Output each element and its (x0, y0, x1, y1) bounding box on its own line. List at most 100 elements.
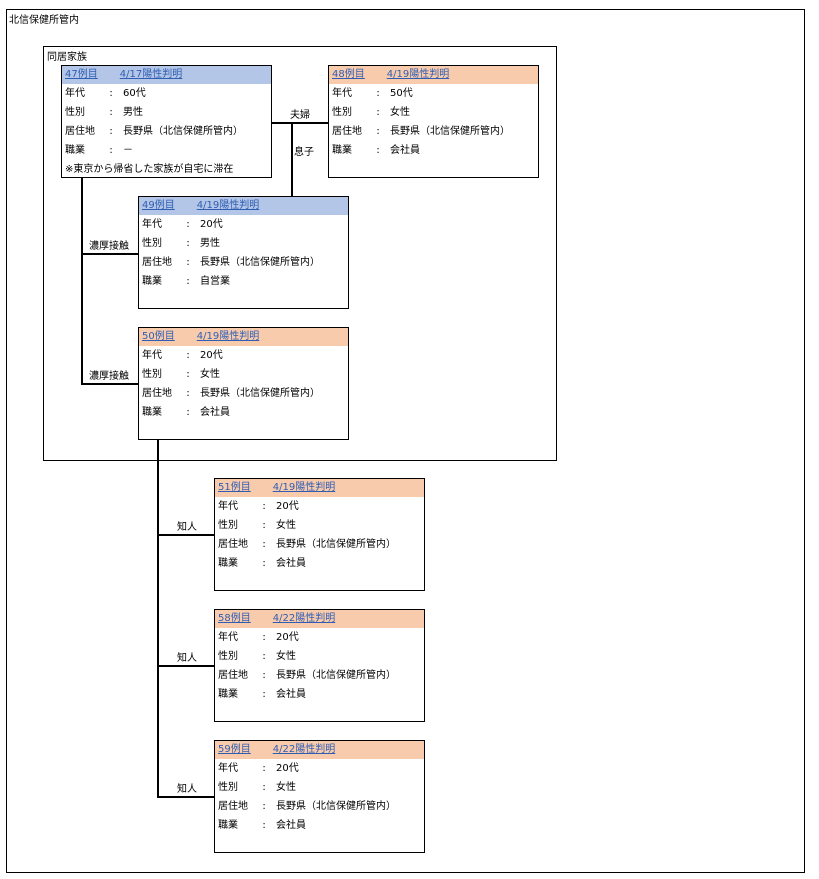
colon: : (262, 651, 266, 662)
colon: : (262, 782, 266, 793)
colon: : (262, 820, 266, 831)
residence-row: 居住地: 長野県（北信保健所管内） (62, 122, 271, 141)
close-contact-vertical (81, 178, 83, 383)
age-row: 年代:20代 (215, 497, 424, 516)
case-date-link[interactable]: 4/22陽性判明 (272, 744, 336, 755)
colon: : (186, 276, 190, 287)
case-id-link[interactable]: 48例目 (332, 69, 365, 80)
sex-value: 男性 (123, 107, 143, 118)
age-label: 年代 (142, 219, 162, 230)
residence-label: 居住地 (142, 388, 172, 399)
case-header: 59例目 4/22陽性判明 (215, 741, 424, 759)
sex-row: 性別:女性 (139, 365, 348, 384)
colon: : (376, 88, 380, 99)
acquaintance-branch-2 (157, 665, 215, 667)
case-date-link[interactable]: 4/19陽性判明 (196, 331, 260, 342)
job-value: － (123, 145, 133, 156)
sex-row: 性別: 女性 (215, 778, 424, 797)
relation-label-son: 息子 (294, 147, 314, 158)
residence-row: 居住地:長野県（北信保健所管内） (215, 666, 424, 685)
sex-label: 性別 (218, 782, 238, 793)
job-label: 職業 (65, 145, 85, 156)
case-id-link[interactable]: 58例目 (218, 613, 251, 624)
age-value: 20代 (276, 763, 299, 774)
job-row: 職業:－ (62, 141, 271, 160)
age-value: 60代 (123, 88, 146, 99)
residence-label: 居住地 (332, 126, 362, 137)
sex-label: 性別 (65, 107, 85, 118)
residence-value: 長野県（北信保健所管内） (276, 801, 396, 812)
sex-row: 性別:女性 (215, 647, 424, 666)
job-label: 職業 (218, 558, 238, 569)
household-title: 同居家族 (47, 52, 87, 63)
residence-row: 居住地:長野県（北信保健所管内） (215, 535, 424, 554)
job-label: 職業 (142, 276, 162, 287)
son-connector-vertical (291, 122, 293, 197)
sex-value: 女性 (200, 369, 220, 380)
sex-value: 女性 (276, 520, 296, 531)
case-id-link[interactable]: 47例目 (65, 69, 98, 80)
outer-title: 北信保健所管内 (9, 15, 79, 26)
case-date-link[interactable]: 4/19陽性判明 (386, 69, 450, 80)
job-row: 職業: 会社員 (215, 816, 424, 835)
colon: : (186, 257, 190, 268)
relation-label-acquaintance-3: 知人 (177, 784, 197, 795)
relation-label-acquaintance-1: 知人 (177, 522, 197, 533)
case-id-link[interactable]: 50例目 (142, 331, 175, 342)
age-value: 20代 (276, 501, 299, 512)
case-id-link[interactable]: 49例目 (142, 200, 175, 211)
colon: : (262, 801, 266, 812)
residence-label: 居住地 (65, 126, 95, 137)
couple-connector-line (271, 122, 329, 124)
job-value: 会社員 (276, 689, 306, 700)
age-row: 年代:60代 (62, 84, 271, 103)
age-label: 年代 (218, 632, 238, 643)
job-value: 会社員 (390, 145, 420, 156)
colon: : (186, 407, 190, 418)
age-value: 20代 (276, 632, 299, 643)
colon: : (109, 126, 113, 137)
residence-value: 長野県（北信保健所管内） (276, 539, 396, 550)
colon: : (262, 520, 266, 531)
job-label: 職業 (142, 407, 162, 418)
outer-frame (6, 9, 805, 873)
age-label: 年代 (218, 501, 238, 512)
case-header: 49例目 4/19陽性判明 (139, 197, 348, 215)
job-value: 会社員 (276, 820, 306, 831)
age-row: 年代:20代 (139, 215, 348, 234)
case-date-link[interactable]: 4/19陽性判明 (272, 482, 336, 493)
case-date-link[interactable]: 4/22陽性判明 (272, 613, 336, 624)
sex-value: 女性 (276, 782, 296, 793)
case-card-47: 47例目 4/17陽性判明 年代:60代 性別: 男性 居住地: 長野県（北信保健所管… (61, 65, 272, 178)
job-value: 会社員 (276, 558, 306, 569)
acquaintance-branch-1 (157, 534, 215, 536)
age-label: 年代 (65, 88, 85, 99)
colon: : (186, 350, 190, 361)
case-id-link[interactable]: 59例目 (218, 744, 251, 755)
job-row: 職業:会社員 (139, 403, 348, 422)
sex-value: 女性 (390, 107, 410, 118)
acquaintance-vertical (157, 440, 159, 797)
sex-value: 女性 (276, 651, 296, 662)
case-note: ※東京から帰省した家族が自宅に滞在 (65, 164, 234, 175)
residence-label: 居住地 (218, 801, 248, 812)
close-contact-branch-1 (81, 253, 139, 255)
job-label: 職業 (332, 145, 352, 156)
sex-label: 性別 (332, 107, 352, 118)
residence-value: 長野県（北信保健所管内） (123, 126, 243, 137)
case-header: 48例目 4/19陽性判明 (329, 66, 538, 84)
case-header: 58例目 4/22陽性判明 (215, 610, 424, 628)
residence-row: 居住地:長野県（北信保健所管内） (139, 253, 348, 272)
case-id-link[interactable]: 51例目 (218, 482, 251, 493)
job-label: 職業 (218, 820, 238, 831)
case-date-link[interactable]: 4/19陽性判明 (196, 200, 260, 211)
colon: : (376, 145, 380, 156)
job-row: 職業:会社員 (215, 554, 424, 573)
age-label: 年代 (142, 350, 162, 361)
age-value: 20代 (200, 350, 223, 361)
residence-row: 居住地:長野県（北信保健所管内） (329, 122, 538, 141)
case-date-link[interactable]: 4/17陽性判明 (119, 69, 183, 80)
